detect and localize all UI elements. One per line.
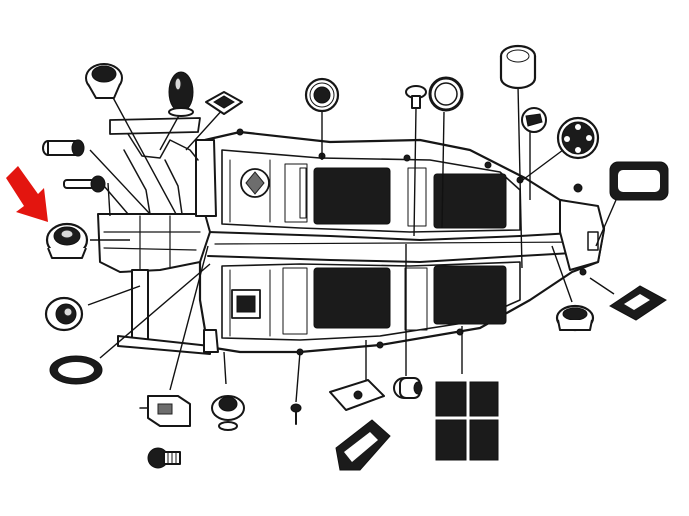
cylindrical-sleeve-icon	[499, 44, 537, 90]
cup-grommet-icon	[44, 296, 84, 332]
leader-lines	[87, 85, 617, 403]
angled-plate-icon	[329, 379, 385, 411]
screw-icon	[290, 403, 302, 425]
mat-set-icon	[435, 381, 499, 461]
square-pad-icon	[205, 91, 243, 115]
chassis-floor-pan	[198, 128, 606, 356]
round-grommet-icon	[304, 77, 340, 113]
bump-stop-icon	[211, 395, 245, 431]
bellows-grommet-icon	[85, 63, 123, 99]
rubber-grommet-icon	[45, 222, 89, 259]
slotted-grommet-icon	[521, 107, 547, 133]
clamp-icon	[393, 377, 423, 399]
four-hole-disc-icon	[556, 116, 600, 160]
ring-icon	[428, 76, 464, 112]
dome-plug-icon	[168, 71, 194, 117]
cable-guide-icon	[63, 175, 106, 193]
oval-seal-icon	[49, 355, 103, 385]
rectangular-gasket-icon	[609, 161, 669, 201]
threaded-plug-icon	[147, 447, 181, 469]
red-arrow-icon	[6, 166, 48, 222]
clip-plate-icon	[609, 285, 667, 321]
mount-bracket-icon	[139, 395, 191, 427]
cap-icon	[555, 304, 595, 332]
bolt-icon	[405, 85, 427, 109]
wedge-plate-icon	[335, 419, 391, 471]
tube-grommet-icon	[42, 139, 85, 157]
frame-head	[97, 117, 219, 355]
